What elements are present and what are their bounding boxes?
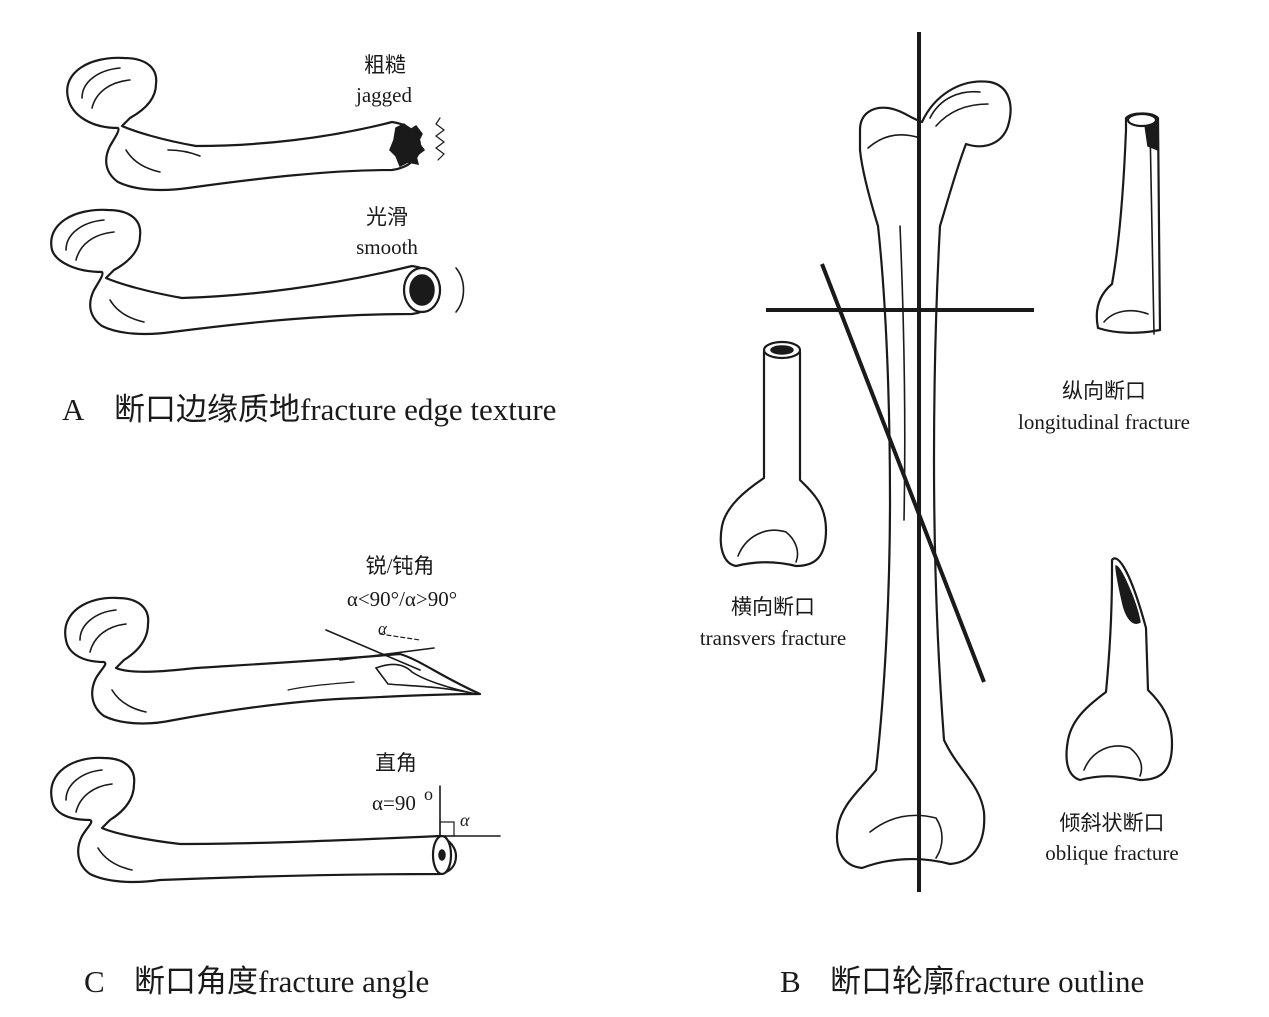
fragment-transverse (719, 340, 828, 568)
label-acute-en: α<90°/α>90° (347, 587, 457, 611)
femur-angled (64, 596, 482, 725)
label-transverse-en: transvers fracture (700, 626, 846, 650)
label-jagged-en: jagged (355, 83, 412, 107)
femur-large (835, 80, 1012, 870)
alpha-symbol-right: α (460, 810, 470, 830)
caption-b-letter: B (780, 964, 801, 999)
label-transverse-cn: 横向断口 (731, 595, 815, 619)
caption-c-letter: C (84, 964, 105, 999)
label-oblique-en: oblique fracture (1045, 841, 1179, 865)
caption-b: 断口轮廓fracture outline (830, 964, 1144, 999)
label-right-en: α=90 (372, 791, 416, 815)
femur-right-angle (50, 756, 501, 884)
panel-a: 粗糙 jagged 光滑 smooth A 断口边缘质地fracture edg… (50, 53, 556, 427)
fragment-longitudinal (1095, 112, 1162, 335)
degree-symbol: o (424, 784, 433, 804)
caption-a-letter: A (62, 392, 85, 427)
oblique-axis (820, 263, 986, 683)
caption-a: 断口边缘质地fracture edge texture (114, 392, 556, 427)
label-smooth-en: smooth (356, 235, 418, 259)
caption-c: 断口角度fracture angle (134, 964, 429, 999)
label-acute-cn: 锐/钝角 (366, 554, 435, 578)
label-longitudinal-en: longitudinal fracture (1018, 410, 1190, 434)
label-jagged-cn: 粗糙 (364, 53, 406, 77)
label-oblique-cn: 倾斜状断口 (1060, 811, 1165, 835)
fragment-oblique (1065, 557, 1174, 782)
femur-smooth (50, 208, 465, 336)
label-right-cn: 直角 (375, 751, 417, 775)
label-smooth-cn: 光滑 (366, 205, 408, 229)
panel-b: 纵向断口 longitudinal fracture 横向断口 transver… (700, 32, 1190, 999)
alpha-symbol-acute: α (378, 619, 388, 638)
label-longitudinal-cn: 纵向断口 (1062, 379, 1146, 403)
femur-jagged (66, 56, 445, 192)
panel-c: 锐/钝角 α<90°/α>90° α 直角 α=90 o α C 断口角度fra… (50, 554, 501, 999)
